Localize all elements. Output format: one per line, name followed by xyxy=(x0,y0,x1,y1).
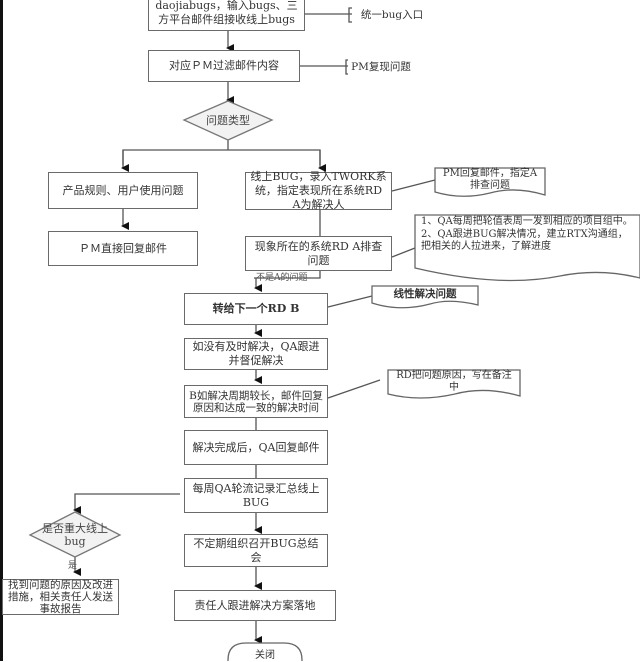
node-issue-type: 问题类型 xyxy=(206,113,250,127)
note-shape-qa-duty xyxy=(414,214,640,282)
node-pm-reply: ＰＭ直接回复邮件 xyxy=(48,231,198,266)
node-owner-followup: 责任人跟进解决方案落地 xyxy=(174,590,336,621)
edge-label-yes: 是 xyxy=(68,561,78,571)
node-root-cause: 找到问题的原因及改进措施，相关责任人发送事故报告 xyxy=(2,579,119,615)
note-shape-rd-remark xyxy=(387,369,521,399)
decision-shape-major-bug xyxy=(28,511,122,558)
node-rd-a-check: 现象所在的系统RD A排查问题 xyxy=(245,236,392,271)
node-entry-sources: daojiabugs，输入bugs、三方平台邮件组接收线上bugs xyxy=(148,0,305,31)
node-major-bug: 是否重大线上bug xyxy=(42,522,108,548)
node-weekly-summary: 每周QA轮流记录汇总线上BUG xyxy=(184,478,328,513)
edge-label-not-a: 不是A的问题 xyxy=(256,273,308,283)
terminal-shape-close xyxy=(227,642,303,661)
note-qa-duty: 1、QA每周把轮值表周一发到相应的项目组中。 2、QA跟进BUG解决情况，建立R… xyxy=(421,216,633,252)
node-transfer-rd-b: 转给下一个RD B xyxy=(184,293,328,325)
edge-not-a xyxy=(254,271,321,279)
note-rd-remark: RD把问题原因，写在备注中 xyxy=(396,370,512,393)
note-unified-entry: 统一bug入口 xyxy=(360,8,424,21)
note-linear-solve: 线性解决问题 xyxy=(393,287,457,300)
decision-shape-issue-type xyxy=(182,100,274,141)
page-edge-border xyxy=(0,0,3,661)
note-pm-reproduce: PM复现问题 xyxy=(351,60,411,73)
node-long-cycle: B如解决周期较长，邮件回复原因和达成一致的解决时间 xyxy=(184,385,328,418)
note-pm-assign: PM回复邮件，指定A排查问题 xyxy=(442,168,538,191)
edge-type-branches xyxy=(122,149,321,165)
node-product-rules: 产品规则、用户使用问题 xyxy=(48,172,198,209)
note-shape-linear xyxy=(371,285,479,309)
note-shape-pm-assign xyxy=(434,167,546,197)
edge-weekly-to-major xyxy=(73,493,180,514)
node-pm-filter: 对应ＰＭ过滤邮件内容 xyxy=(148,50,300,82)
node-summary-meeting: 不定期组织召开BUG总结会 xyxy=(184,534,328,567)
node-qa-followup: 如没有及时解决，QA跟进并督促解决 xyxy=(184,338,328,370)
node-resolved: 解决完成后，QA回复邮件 xyxy=(184,430,328,465)
node-online-bug: 线上BUG，录入TWORK系统，指定表现所在系统RD A为解决人 xyxy=(245,170,392,211)
node-close: 关闭 xyxy=(255,649,275,661)
